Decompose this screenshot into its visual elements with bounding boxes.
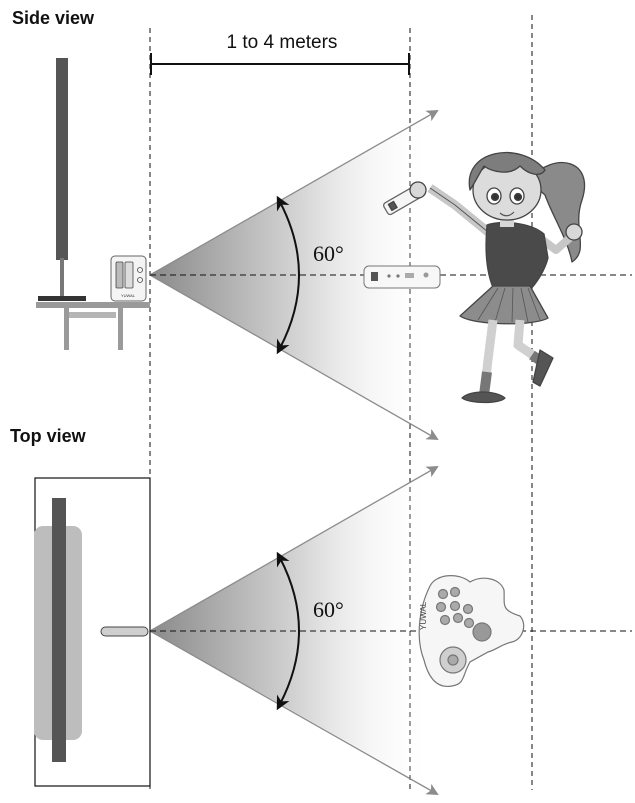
side-angle-arc (276, 195, 300, 355)
tv-side-icon (38, 58, 86, 301)
top-view-beam (149, 466, 439, 795)
sensor-brand-text: YUWAL (121, 293, 136, 298)
sensor-bar-icon: YUWAL (110, 255, 147, 302)
top-view-title: Top view (10, 426, 87, 446)
remote-controller-icon (363, 265, 441, 289)
gamepad-icon: YUWAL (418, 575, 525, 687)
gamepad-brand-text: YUWAL (419, 601, 428, 630)
table-icon (36, 302, 150, 350)
sensor-bar-top-icon (100, 626, 149, 637)
side-view-title: Side view (12, 8, 95, 28)
distance-label: 1 to 4 meters (227, 32, 338, 53)
top-angle-label: 60° (313, 597, 344, 622)
distance-bracket (150, 53, 410, 75)
girl-player-figure (382, 151, 586, 404)
side-angle-label: 60° (313, 241, 344, 266)
top-angle-arc (276, 551, 300, 711)
